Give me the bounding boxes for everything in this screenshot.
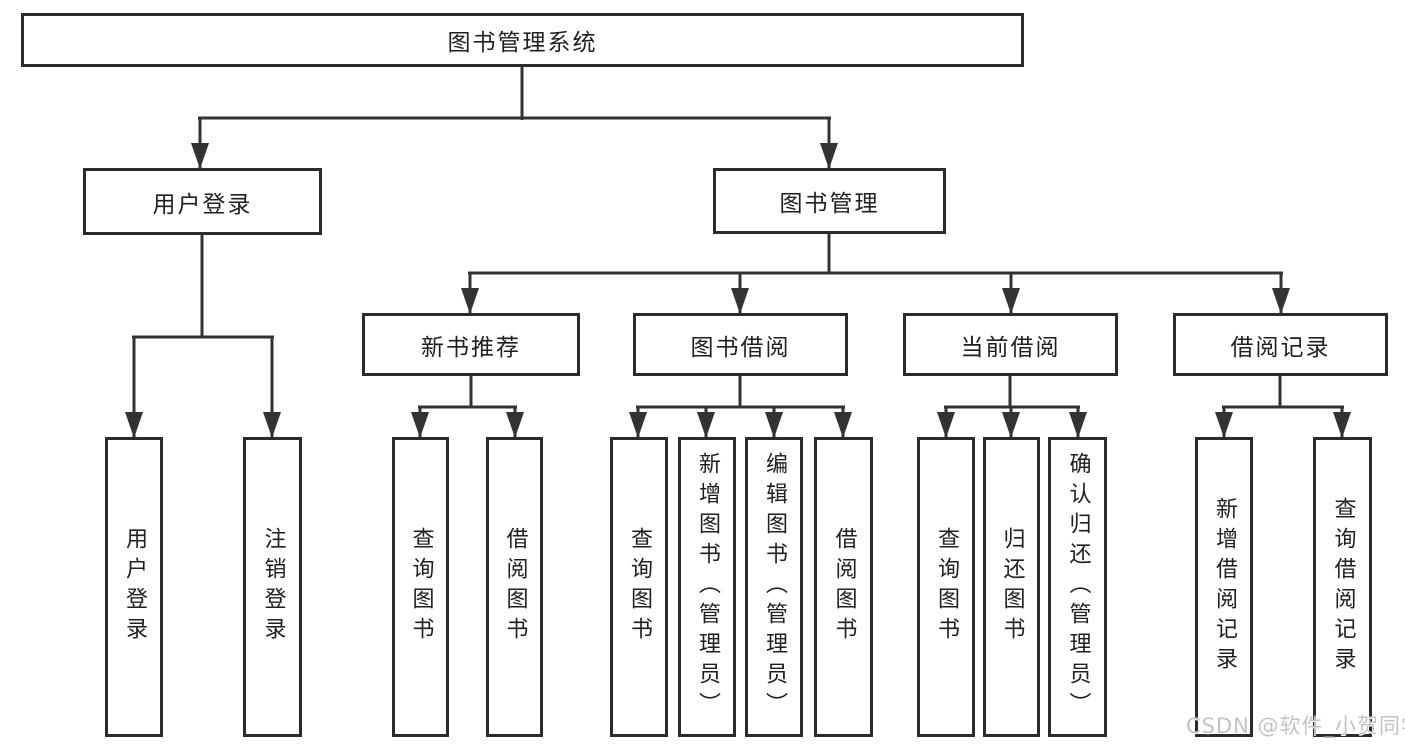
node-user-login-label: 用户登录	[152, 191, 253, 218]
leaf-return-book: 归还图书	[983, 437, 1040, 737]
leaf-query-book-1-label: 查询图书	[408, 527, 434, 647]
leaf-user-login-label: 用户登录	[122, 527, 147, 647]
leaf-edit-book-admin: 编辑图书（管理员）	[745, 437, 803, 737]
leaf-query-book-2-label: 查询图书	[627, 527, 652, 647]
leaf-confirm-return-admin-label: 确认归还（管理员）	[1065, 452, 1091, 722]
node-borrow-records: 借阅记录	[1173, 313, 1388, 376]
leaf-borrow-book-1-label: 借阅图书	[502, 527, 528, 647]
leaf-add-book-admin-label: 新增图书（管理员）	[695, 452, 720, 722]
node-borrow-records-label: 借阅记录	[1230, 334, 1331, 361]
leaf-return-book-label: 归还图书	[999, 527, 1025, 647]
leaf-query-book-1: 查询图书	[392, 437, 449, 737]
node-book-borrow: 图书借阅	[633, 313, 848, 376]
leaf-add-borrow-record-label: 新增借阅记录	[1212, 497, 1237, 677]
leaf-logout: 注销登录	[243, 437, 302, 737]
node-current-borrow: 当前借阅	[903, 313, 1118, 376]
leaf-borrow-book-1: 借阅图书	[486, 437, 543, 737]
leaf-query-borrow-record: 查询借阅记录	[1313, 437, 1372, 737]
leaf-query-book-3: 查询图书	[917, 437, 975, 737]
leaf-borrow-book-2-label: 借阅图书	[831, 527, 857, 647]
node-current-borrow-label: 当前借阅	[960, 334, 1061, 361]
csdn-watermark: CSDN @软件_小贺同学	[1186, 714, 1405, 738]
leaf-user-login: 用户登录	[105, 437, 163, 737]
leaf-borrow-book-2: 借阅图书	[814, 437, 873, 737]
leaf-query-book-3-label: 查询图书	[934, 527, 959, 647]
leaf-edit-book-admin-label: 编辑图书（管理员）	[762, 452, 787, 722]
leaf-confirm-return-admin: 确认归还（管理员）	[1048, 437, 1107, 737]
node-book-management-label: 图书管理	[779, 191, 880, 217]
leaf-query-borrow-record-label: 查询借阅记录	[1330, 497, 1356, 677]
node-book-management: 图书管理	[713, 168, 946, 234]
leaf-add-borrow-record: 新增借阅记录	[1195, 437, 1253, 737]
node-book-borrow-label: 图书借阅	[690, 334, 791, 361]
node-new-book-recommend-label: 新书推荐	[421, 334, 521, 361]
leaf-add-book-admin: 新增图书（管理员）	[678, 437, 736, 737]
leaf-query-book-2: 查询图书	[610, 437, 668, 737]
node-new-book-recommend: 新书推荐	[362, 313, 580, 376]
node-root-system: 图书管理系统	[21, 13, 1024, 67]
leaf-logout-label: 注销登录	[260, 527, 286, 647]
node-user-login: 用户登录	[83, 168, 322, 235]
node-root-label: 图书管理系统	[447, 30, 598, 56]
